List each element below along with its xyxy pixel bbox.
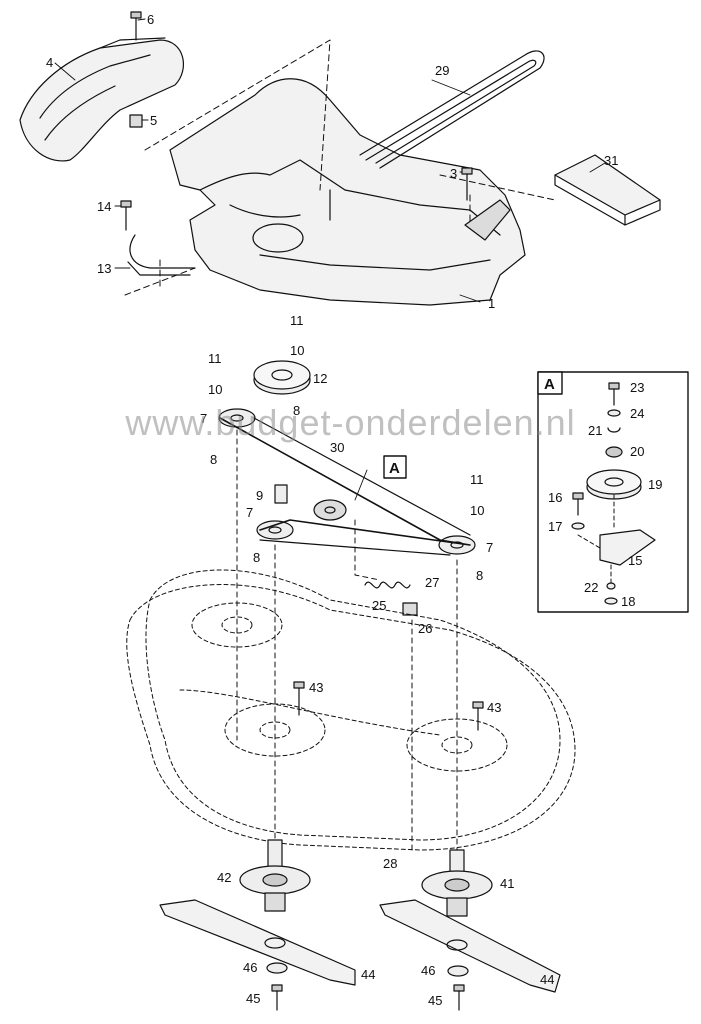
label-14: 14 [97, 199, 111, 214]
detail-bearing-part-20 [605, 446, 623, 458]
label-23: 23 [630, 380, 644, 395]
label-8-b: 8 [210, 452, 217, 467]
cutter-belt-part-30 [219, 417, 471, 556]
label-8-c: 8 [253, 550, 260, 565]
bolt-part-43-right [472, 701, 484, 731]
label-3: 3 [450, 166, 457, 181]
assembly-guide-lines-axes [236, 429, 458, 881]
label-15: 15 [628, 553, 642, 568]
label-44-a: 44 [361, 967, 375, 982]
washer-part-46-right [447, 965, 469, 977]
detail-a-inset [537, 371, 689, 613]
label-19: 19 [648, 477, 662, 492]
cover-part-4 [19, 37, 184, 162]
label-18: 18 [621, 594, 635, 609]
label-10-a: 10 [290, 343, 304, 358]
label-22: 22 [584, 580, 598, 595]
label-11-b: 11 [208, 351, 222, 366]
label-31: 31 [604, 153, 618, 168]
bolt-part-43-left [293, 681, 305, 716]
label-17: 17 [548, 519, 562, 534]
label-7-a: 7 [200, 411, 207, 426]
label-46-b: 46 [421, 963, 435, 978]
label-29: 29 [435, 63, 449, 78]
screw-part-6 [130, 11, 142, 41]
label-1: 1 [488, 296, 495, 311]
screw-part-3 [461, 167, 473, 201]
assembly-guide-lines-top [124, 39, 556, 296]
spindle-part-41 [421, 849, 493, 917]
detail-a-title: A [544, 376, 555, 393]
blade-left-part-44 [159, 899, 356, 986]
label-6: 6 [147, 12, 154, 27]
washer-part-46-left [266, 962, 288, 974]
callout-box-a [383, 455, 407, 479]
label-21: 21 [588, 423, 602, 438]
label-28: 28 [383, 856, 397, 871]
label-8-d: 8 [476, 568, 483, 583]
label-26: 26 [418, 621, 432, 636]
label-30: 30 [330, 440, 344, 455]
label-44-b: 44 [540, 972, 554, 987]
label-10-b: 10 [208, 382, 222, 397]
label-41: 41 [500, 876, 514, 891]
bolt-part-45-left [271, 984, 283, 1011]
pulley-assembly [218, 360, 476, 555]
callout-a-label: A [389, 460, 400, 477]
label-11-a: 11 [290, 313, 304, 328]
spring-part-25 [364, 581, 411, 589]
drive-belt-part-29 [359, 50, 545, 169]
spindle-part-42 [239, 839, 311, 912]
label-11-c: 11 [470, 472, 484, 487]
label-43-b: 43 [487, 700, 501, 715]
label-9: 9 [256, 488, 263, 503]
label-13: 13 [97, 261, 111, 276]
detail-pulley-part-19 [586, 469, 642, 500]
screw-part-14 [120, 200, 132, 231]
label-45-b: 45 [428, 993, 442, 1008]
label-25: 25 [372, 598, 386, 613]
guard-plate-part-31 [554, 154, 661, 226]
bracket-part-13 [127, 234, 196, 276]
housing-part-1 [169, 78, 526, 306]
clip-part-5 [129, 114, 143, 128]
label-20: 20 [630, 444, 644, 459]
part-labels: 6 4 5 29 31 3 14 13 1 11 10 11 12 10 7 8… [46, 12, 662, 1008]
label-7-b: 7 [246, 505, 253, 520]
label-46-a: 46 [243, 960, 257, 975]
label-24: 24 [630, 406, 644, 421]
leader-lines [54, 18, 606, 501]
label-8-a: 8 [293, 403, 300, 418]
bolt-part-45-right [453, 984, 465, 1011]
label-43-a: 43 [309, 680, 323, 695]
label-10-c: 10 [470, 503, 484, 518]
detail-bracket-part-15 [599, 529, 656, 566]
label-12: 12 [313, 371, 327, 386]
label-5: 5 [150, 113, 157, 128]
cutting-deck-outline [126, 569, 576, 851]
label-16: 16 [548, 490, 562, 505]
label-27: 27 [425, 575, 439, 590]
label-4: 4 [46, 55, 53, 70]
bracket-part-26 [402, 602, 418, 616]
blade-right-part-44 [379, 899, 561, 993]
label-45-a: 45 [246, 991, 260, 1006]
label-7-c: 7 [486, 540, 493, 555]
label-42: 42 [217, 870, 231, 885]
